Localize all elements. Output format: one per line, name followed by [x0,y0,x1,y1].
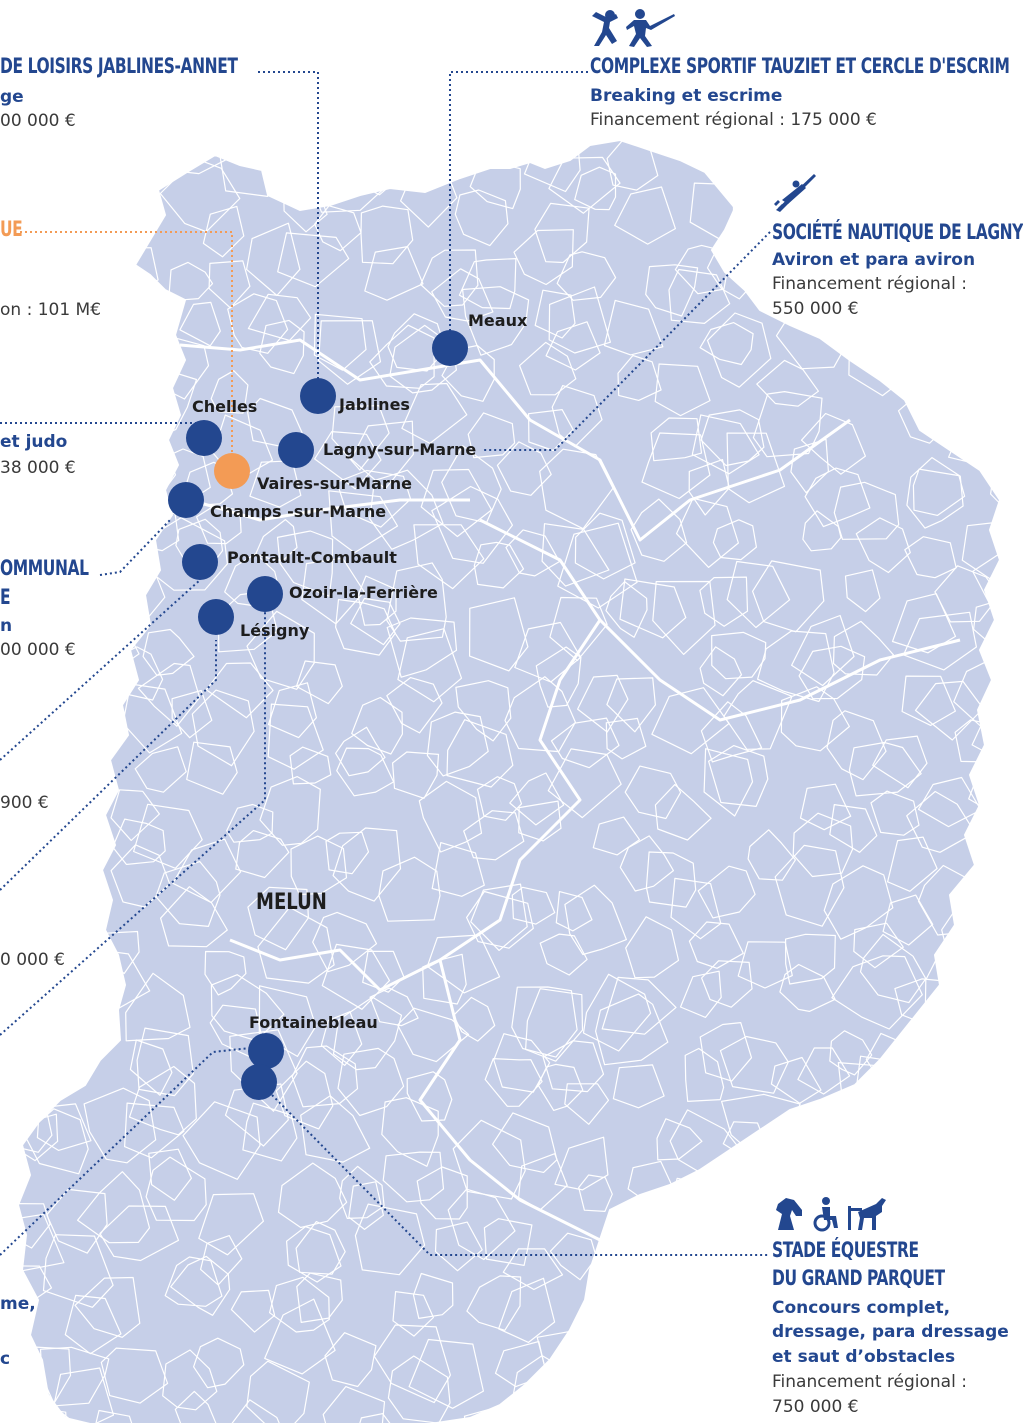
city-label-lagny: Lagny-sur-Marne [323,440,477,459]
callout-grand-parquet-title-1: STADE ÉQUESTRE [772,1238,919,1262]
callout-pontault-funding: 900 € [0,793,49,813]
callout-champs-sport: n [0,616,13,636]
callout-grand-parquet-funding-amount: 750 000 € [772,1397,859,1417]
city-label-meaux: Meaux [468,311,528,330]
callout-grand-parquet-funding-label: Financement régional : [772,1372,967,1392]
callout-vaires-title: UE [0,217,23,241]
leader-lines [0,71,771,1256]
city-marker-lagny-sur-marne [278,432,314,468]
city-marker-meaux [432,330,468,366]
callout-chelles-funding: 38 000 € [0,458,76,478]
callout-tauziet-title: COMPLEXE SPORTIF TAUZIET ET CERCLE D'ESC… [590,54,1010,78]
callout-tauziet-sport: Breaking et escrime [590,86,783,106]
city-marker-jablines [300,378,336,414]
city-markers [168,330,468,1100]
callout-vaires-funding: on : 101 M€ [0,300,102,320]
callout-jablines-title: DE LOISIRS JABLINES-ANNET [0,54,238,78]
city-label-jablines: Jablines [339,395,410,414]
fencing-icon [626,9,675,47]
callout-jablines-funding: 00 000 € [0,111,76,131]
show-jumping-icon [848,1198,886,1230]
capital-label-melun: MELUN [256,890,327,915]
callout-lagny-title: SOCIÉTÉ NAUTIQUE DE LAGNY [772,220,1023,244]
callout-fontainebleau-sport-1: me, [0,1294,36,1314]
callout-champs-title-2: E [0,585,11,609]
callout-grand-parquet-sport-2: dressage, para dressage [772,1322,1009,1342]
city-marker-l-signy [198,599,234,635]
city-marker [241,1064,277,1100]
leader-line [20,231,233,470]
city-label-vaires: Vaires-sur-Marne [257,474,412,493]
para-equestrian-icon [813,1197,838,1232]
callout-grand-parquet-sport-1: Concours complet, [772,1298,951,1318]
city-label-champs: Champs -sur-Marne [210,502,387,521]
breakdance-icon [592,10,618,46]
city-marker-pontault-combault [182,544,218,580]
city-marker-fontainebleau [248,1033,284,1069]
callout-grand-parquet-sport-3: et saut d’obstacles [772,1347,956,1367]
callout-fontainebleau-sport-2: c [0,1349,11,1369]
rowing-icon [774,174,816,212]
callout-champs-title-1: OMMUNAL [0,556,89,580]
city-marker-vaires-sur-marne [214,453,250,489]
city-marker-ozoir-la-ferri-re [247,576,283,612]
leader-line [258,71,319,392]
city-marker-champs-sur-marne [168,482,204,518]
city-label-chelles: Chelles [192,397,258,416]
callout-ozoir-funding: 0 000 € [0,950,65,970]
callout-chelles-sport: et judo [0,432,68,452]
callout-champs-funding: 00 000 € [0,640,76,660]
callout-grand-parquet-title-2: DU GRAND PARQUET [772,1266,945,1290]
callout-tauziet-funding: Financement régional : 175 000 € [590,110,877,130]
city-label-ozoir: Ozoir-la-Ferrière [289,583,438,602]
callout-jablines-sport: ge [0,87,24,107]
callout-lagny-sport: Aviron et para aviron [772,250,976,270]
leader-line [99,519,171,576]
callout-lagny-funding-amount: 550 000 € [772,299,859,319]
city-marker-chelles [186,420,222,456]
city-label-lesigny: Lésigny [240,621,310,640]
arrondissement-boundaries [179,338,961,1242]
city-label-fontainebleau: Fontainebleau [249,1013,378,1032]
callout-lagny-funding-label: Financement régional : [772,274,967,294]
leader-line [449,71,588,345]
leader-line [0,640,217,891]
horse-head-icon [776,1198,802,1230]
leader-line [271,1094,770,1256]
leader-line [484,231,771,451]
city-label-pontault: Pontault-Combault [227,548,397,567]
